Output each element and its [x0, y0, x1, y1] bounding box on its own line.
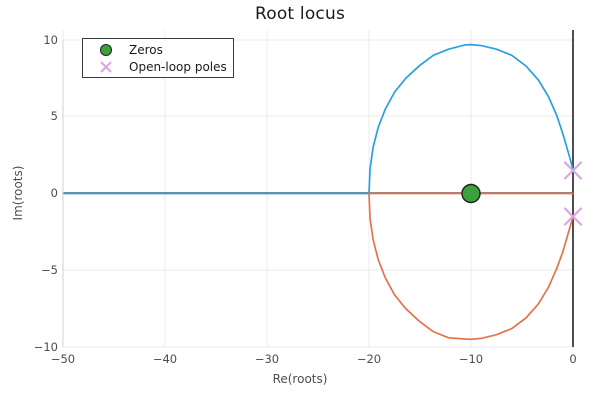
legend-item-poles: Open-loop poles [83, 58, 235, 76]
ytick-label-3: −5 [41, 263, 58, 277]
ytick-label-1: 5 [50, 109, 58, 123]
x-axis-label: Re(roots) [272, 372, 328, 386]
xtick-label-2: −30 [254, 352, 280, 366]
locus-branch-lower [368, 192, 574, 341]
xtick-label-4: −10 [458, 352, 484, 366]
xtick-label-3: −20 [356, 352, 382, 366]
locus-branch-upper [62, 43, 574, 195]
ytick-label-4: −10 [33, 340, 58, 354]
open-loop-pole-markers [563, 161, 583, 226]
xtick-label-0: −50 [50, 352, 76, 366]
open-loop-poles-marker-icon [83, 58, 129, 76]
legend: Zeros Open-loop poles [82, 38, 234, 78]
legend-label-zeros: Zeros [129, 43, 163, 57]
zero-markers [461, 183, 481, 204]
page-title: Root locus [254, 4, 346, 24]
ytick-label-2: 0 [50, 186, 58, 200]
ytick-label-0: 10 [43, 33, 58, 47]
legend-item-zeros: Zeros [83, 41, 235, 59]
xtick-label-1: −40 [152, 352, 178, 366]
xtick-label-5: 0 [569, 352, 577, 366]
y-axis-label: Im(roots) [11, 165, 25, 221]
legend-label-poles: Open-loop poles [129, 60, 227, 74]
zeros-marker-icon [83, 41, 129, 59]
